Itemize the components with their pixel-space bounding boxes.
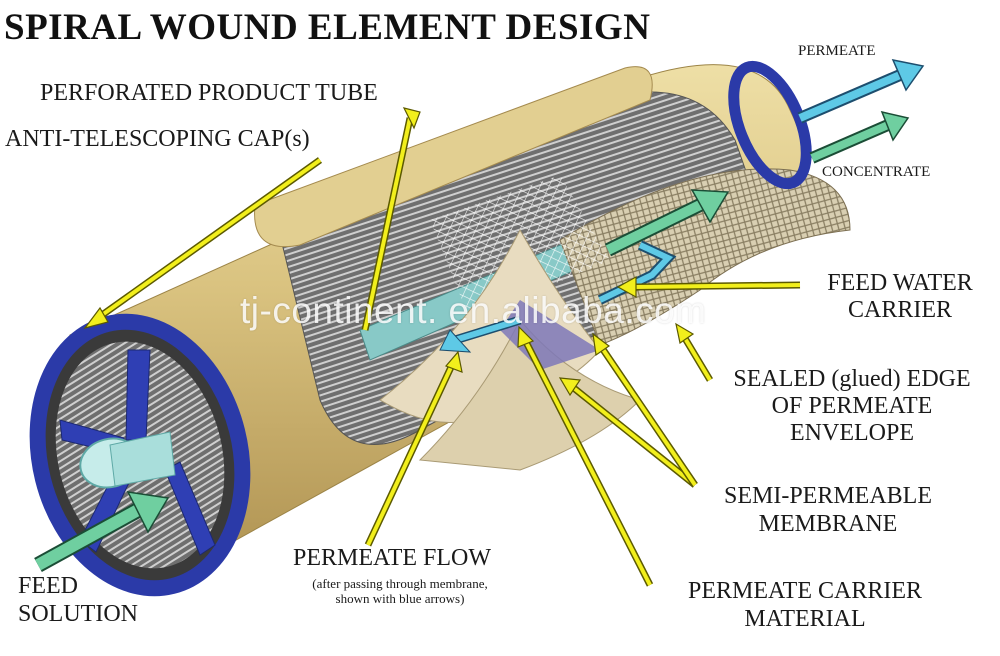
label-concentrate: CONCENTRATE	[822, 164, 931, 180]
feed-water-carrier-line2: CARRIER	[847, 297, 952, 323]
pointer-sealed-edge	[675, 322, 714, 382]
pointer-arrows	[83, 107, 801, 587]
permeate-flow-note-line2: shown with blue arrows)	[335, 591, 465, 606]
feed-solution-line1: FEED	[18, 573, 78, 599]
pointer-anti-telescoping-cap	[83, 157, 323, 330]
label-permeate-carrier-material: PERMEATE CARRIER MATERIAL	[660, 577, 950, 633]
pointer-product-tube	[361, 107, 421, 331]
inner-flow-arrow	[604, 189, 730, 257]
feed-water-carrier-line1: FEED WATER	[827, 270, 973, 296]
semi-permeable-line1: SEMI-PERMEABLE	[723, 483, 932, 509]
pointer-feed-water-carrier	[616, 275, 801, 299]
label-semi-permeable-membrane: SEMI-PERMEABLE MEMBRANE	[698, 482, 958, 538]
peeled-wrap	[254, 66, 653, 248]
feed-carrier-sheet	[559, 168, 851, 346]
sealed-edge-line2: OF PERMEATE	[771, 393, 933, 419]
concentrate-arrow	[809, 110, 910, 164]
label-feed-solution: FEED SOLUTION	[18, 572, 138, 628]
label-permeate-flow: PERMEATE FLOW	[293, 545, 491, 571]
permeate-carrier-line1: PERMEATE CARRIER	[687, 578, 923, 604]
sealed-edge-line3: ENVELOPE	[790, 420, 914, 446]
permeate-flow-note-line1: (after passing through membrane,	[312, 576, 488, 591]
page-title: SPIRAL WOUND ELEMENT DESIGN	[4, 7, 651, 48]
label-permeate: PERMEATE	[798, 43, 876, 59]
far-end-cap	[728, 60, 812, 190]
label-sealed-edge: SEALED (glued) EDGE OF PERMEATE ENVELOPE	[712, 366, 992, 447]
pointer-permeate-carrier	[517, 325, 654, 587]
anti-telescoping-cap-ring	[29, 313, 251, 597]
label-feed-water-carrier: FEED WATER CARRIER	[810, 270, 990, 324]
permeate-carrier-flap	[500, 300, 600, 370]
sealed-edge-line1: SEALED (glued) EDGE	[733, 366, 971, 392]
watermark: tj-continent. en.alibaba.com	[240, 290, 707, 331]
pointer-semi-permeable-1	[558, 377, 698, 488]
semi-permeable-line2: MEMBRANE	[758, 511, 898, 537]
pointer-permeate-flow	[364, 350, 463, 547]
label-permeate-flow-note: (after passing through membrane, shown w…	[280, 576, 520, 606]
pointer-semi-permeable-2	[592, 332, 698, 487]
label-anti-telescoping-cap: ANTI-TELESCOPING CAP(s)	[5, 126, 310, 152]
permeate-arrow	[797, 58, 925, 124]
feed-flow-arrow	[34, 491, 170, 573]
permeate-carrier-line2: MATERIAL	[744, 606, 866, 632]
feed-solution-line2: SOLUTION	[18, 601, 138, 627]
label-perforated-product-tube: PERFORATED PRODUCT TUBE	[40, 80, 378, 106]
membrane-fold	[418, 319, 641, 471]
